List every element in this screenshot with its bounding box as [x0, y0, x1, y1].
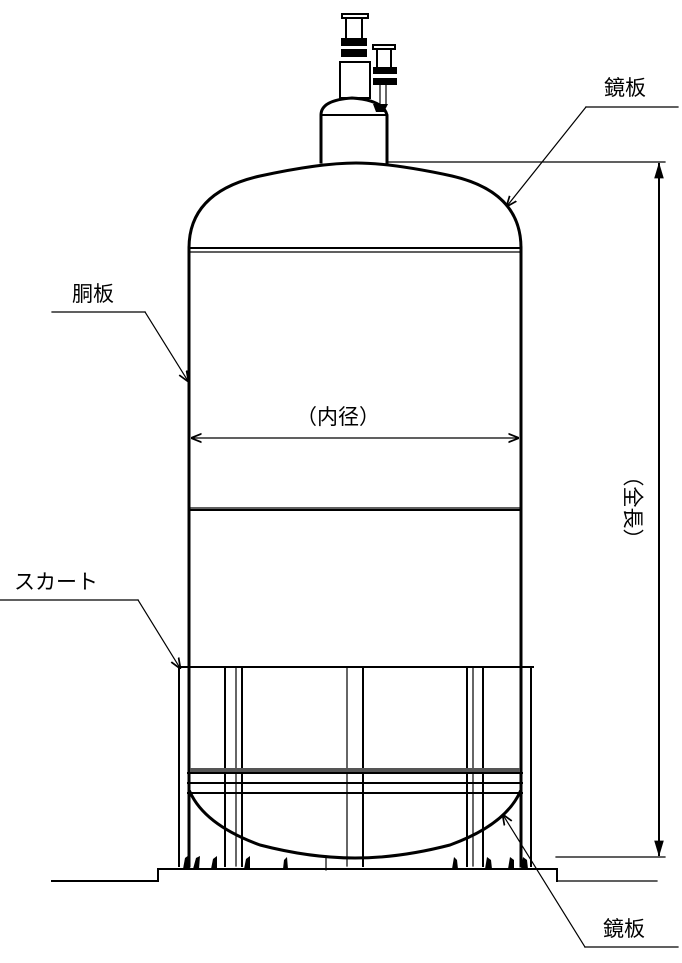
foundation [51, 855, 666, 882]
label-skirt: スカート [14, 570, 98, 594]
label-top-head: 鏡板 [604, 76, 646, 100]
top-head [187, 161, 523, 253]
label-overall-length: （全長） [620, 465, 645, 550]
bottom-head [188, 790, 522, 871]
leader-skirt [0, 599, 180, 668]
leader-shell [51, 311, 188, 381]
overall-length-dimension [386, 161, 666, 857]
label-shell: 胴板 [72, 282, 114, 306]
shell [187, 246, 523, 670]
leader-top-head [507, 106, 679, 206]
label-bottom-head: 鏡板 [603, 917, 645, 941]
leader-bottom-head [503, 815, 679, 948]
skirt [178, 665, 534, 868]
top-nozzle-assembly [319, 13, 397, 164]
label-inner-diameter: （内径） [296, 405, 380, 429]
